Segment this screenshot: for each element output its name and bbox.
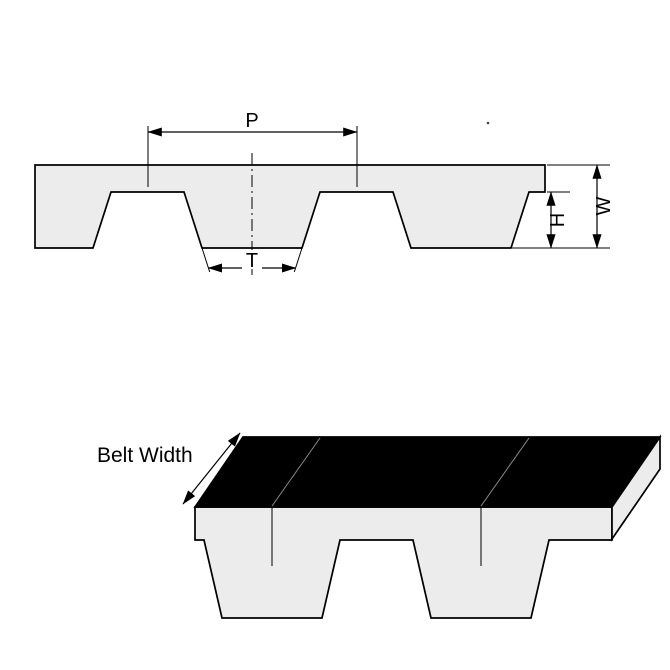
height-label: H <box>547 213 569 227</box>
isometric-view: Belt Width <box>97 432 662 619</box>
top-surface-mark-left <box>271 437 321 507</box>
belt-profile <box>34 164 546 249</box>
thickness-label: W <box>593 196 615 215</box>
belt-top-surface <box>193 436 662 508</box>
belt-width-label: Belt Width <box>97 444 193 467</box>
speck <box>486 121 490 125</box>
tooth-width-label-backing <box>242 250 262 269</box>
belt-end-face <box>611 434 661 542</box>
top-surface-mark-right <box>480 437 530 507</box>
cross-section-view: P T H W <box>34 110 615 279</box>
tooth-width-label: T <box>246 250 258 272</box>
pitch-label: P <box>245 110 258 132</box>
belt-width-arrow <box>182 432 241 505</box>
